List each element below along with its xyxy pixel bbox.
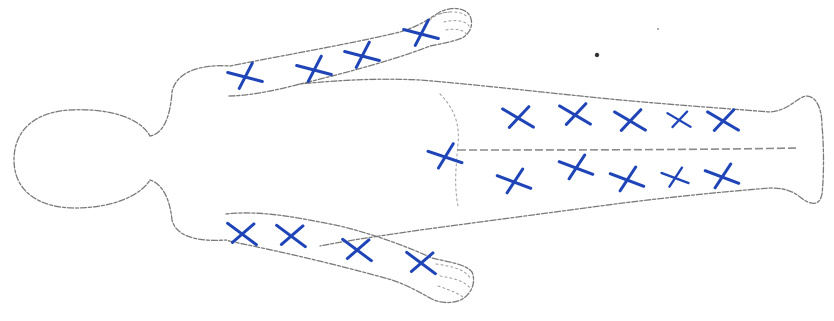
marker-x <box>667 110 692 128</box>
neck-outline-lower <box>150 180 226 240</box>
stray-dot <box>657 28 659 30</box>
head-outline <box>14 110 150 208</box>
marker-x <box>225 219 260 246</box>
marker-x <box>610 166 644 191</box>
marker-x <box>274 221 309 248</box>
lower-hand-fingers <box>436 264 470 298</box>
marker-x <box>613 108 646 132</box>
marker-x <box>559 154 593 179</box>
marker-x <box>705 163 739 188</box>
marker-x <box>558 102 591 126</box>
marker-x <box>497 168 531 193</box>
marker-x <box>404 248 439 275</box>
marker-x <box>661 167 688 187</box>
marker-x <box>296 55 332 83</box>
marker-x <box>501 105 534 129</box>
neck-outline <box>150 66 230 136</box>
spine-line <box>458 148 798 150</box>
marker-x <box>706 108 739 132</box>
stray-dot <box>595 53 599 57</box>
